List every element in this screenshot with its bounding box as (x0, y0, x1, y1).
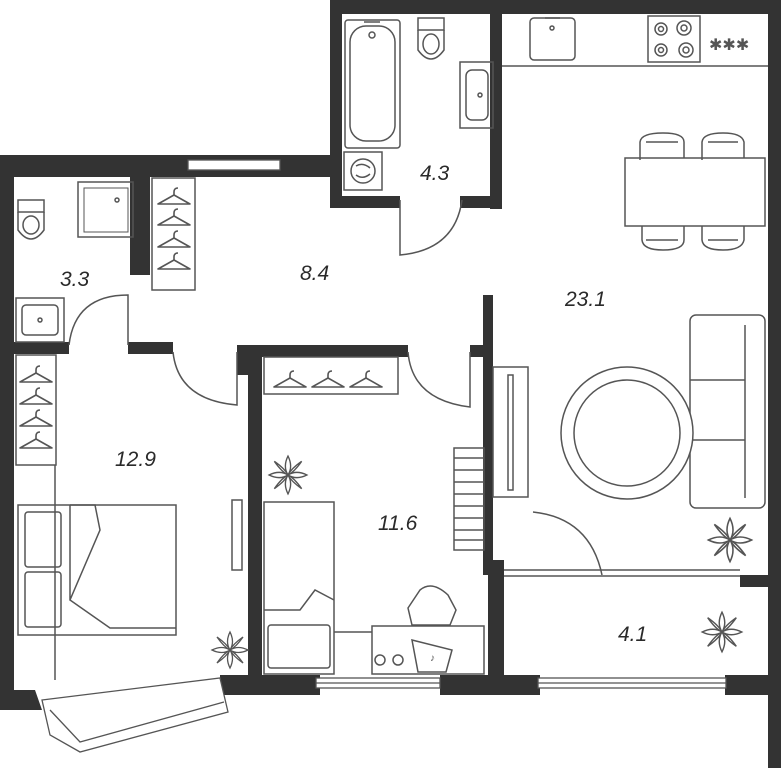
dining-table-icon (624, 132, 766, 251)
sink-icon (459, 61, 494, 129)
area-labels: 4.3 3.3 8.4 23.1 12.9 11.6 4.1 (60, 162, 647, 646)
single-bed-icon (263, 501, 335, 675)
door-swing-icon (399, 199, 463, 256)
wardrobe (151, 177, 196, 291)
wardrobe (15, 354, 57, 466)
double-bed-icon (17, 504, 177, 636)
plant-icon (707, 517, 753, 563)
area-label-bedroom: 12.9 (115, 448, 156, 471)
windows (41, 159, 727, 753)
office-chair-icon (407, 585, 457, 626)
svg-text:♪: ♪ (430, 653, 435, 664)
tv-stand-icon (492, 366, 529, 498)
area-label-balcony: 4.1 (618, 623, 647, 646)
plant-icon (701, 611, 743, 653)
window-icon (41, 677, 229, 753)
toilet-icon (17, 199, 45, 240)
toilet-icon (417, 17, 445, 60)
sofa-icon (689, 314, 766, 509)
sink-icon (529, 17, 576, 61)
sink-icon (77, 181, 134, 238)
round-rug-icon (560, 366, 694, 500)
area-label-kitchen-living: 23.1 (564, 288, 606, 311)
wardrobe (263, 356, 399, 395)
area-label-hallway: 8.4 (300, 262, 329, 285)
plant-icon (268, 455, 308, 495)
sink-icon (15, 297, 65, 343)
stove-icon (647, 15, 701, 63)
area-label-kids-room: 11.6 (378, 512, 418, 535)
plant-icon (211, 631, 249, 669)
kitchen-living: ✱✱✱ (492, 15, 768, 577)
door-swing-icon (407, 351, 471, 408)
bathroom (343, 17, 494, 256)
svg-text:✱✱✱: ✱✱✱ (709, 37, 749, 54)
toilet-room (15, 181, 134, 346)
door-swing-icon (68, 294, 129, 346)
area-label-toilet: 3.3 (60, 268, 90, 291)
bookshelf-icon (453, 447, 485, 551)
hallway (151, 177, 238, 406)
washing-machine-icon (343, 151, 383, 191)
door-swing-icon (172, 351, 238, 406)
desk-icon (334, 625, 485, 675)
area-label-bathroom: 4.3 (420, 162, 450, 185)
bathtub-icon (344, 19, 401, 149)
balcony (701, 611, 743, 653)
kids-room: ♪ (263, 351, 485, 675)
window-icon (187, 159, 281, 171)
door-swing-icon (532, 511, 603, 576)
bedroom (15, 354, 249, 680)
